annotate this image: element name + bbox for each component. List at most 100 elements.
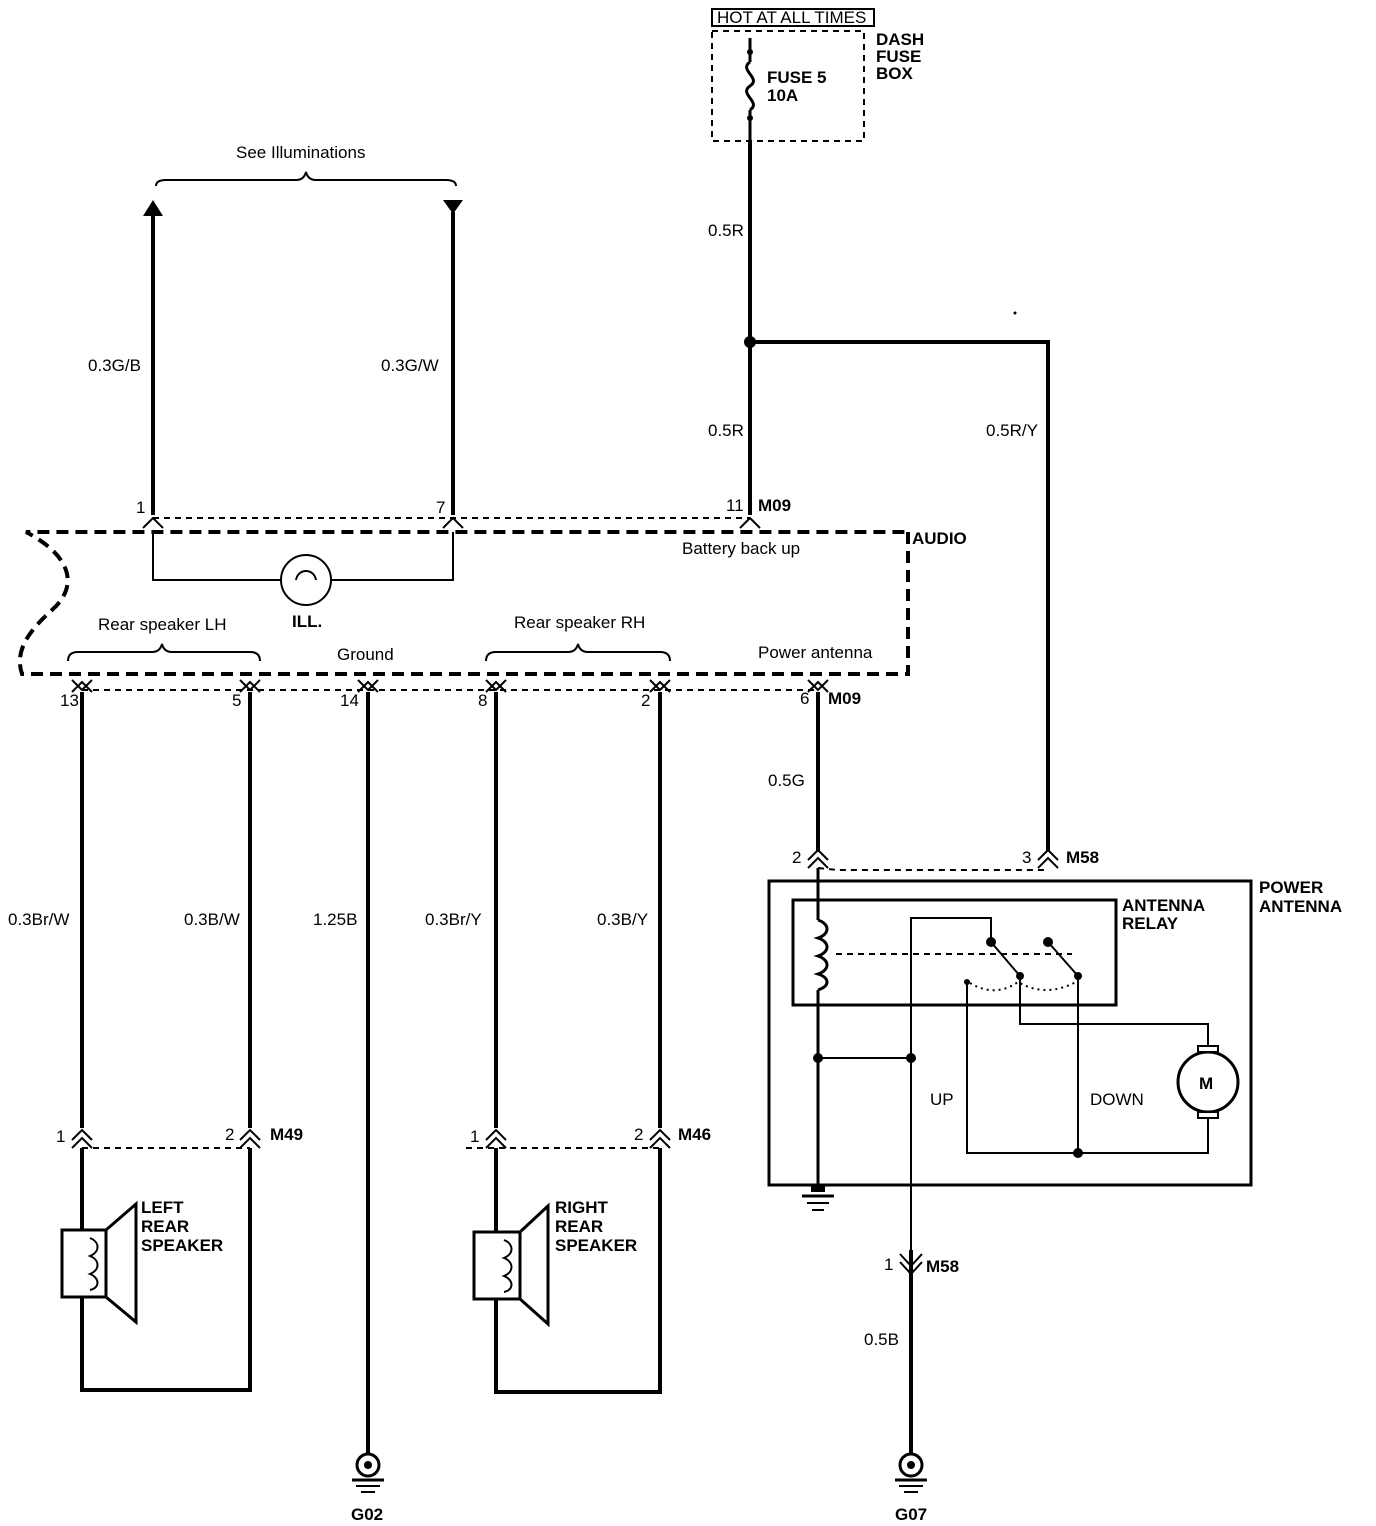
ground-g07: G07 [895, 1452, 927, 1524]
pin-5-bottom-mark [239, 680, 261, 693]
arrow-up-icon [143, 200, 163, 216]
m58-pin1-label: 1 [884, 1255, 893, 1274]
power-antenna-pin-label: Power antenna [758, 643, 873, 662]
pin-14-top-mark [357, 679, 379, 692]
m58-connector-bottom-label: M58 [926, 1257, 959, 1276]
m49-pin2-label: 2 [225, 1125, 234, 1144]
see-illuminations-label: See Illuminations [236, 143, 365, 162]
illumination-circuit: See Illuminations 0.3G/B 0.3G/W [88, 143, 463, 515]
m58-pin2-mark-b [807, 856, 829, 869]
wire-label-antenna-signal: 0.5G [768, 771, 805, 790]
ground-g02-center [364, 1461, 372, 1469]
antenna-relay-box [791, 898, 1118, 1007]
m58-pin1-mark-b [899, 1261, 923, 1276]
ground-g07-center [907, 1461, 915, 1469]
speaker-coil-icon-right [501, 1239, 513, 1293]
audio-connector-top: M09 [758, 496, 791, 515]
case-ground-block [811, 1184, 825, 1192]
lamp-filament [295, 570, 317, 581]
m49-pin1-mark-a [71, 1128, 93, 1141]
down-label: DOWN [1090, 1090, 1144, 1109]
antenna-relay-line1: ANTENNA [1122, 896, 1205, 915]
rear-speaker-lh-label: Rear speaker LH [98, 615, 227, 634]
left-speaker-line1: LEFT [141, 1198, 184, 1217]
switch-up-blade [990, 941, 1021, 977]
audio-name: AUDIO [912, 529, 967, 548]
fuse-name: FUSE 5 [767, 68, 827, 87]
m49-pin2-mark-a [239, 1128, 261, 1141]
pin-11-label: 11 [726, 496, 744, 515]
ground-g02: G02 [351, 1452, 384, 1524]
power-antenna-name-line2: ANTENNA [1259, 897, 1342, 916]
wire-label-rh-pos: 0.3Br/Y [425, 910, 482, 929]
motor-wire-top [1019, 976, 1209, 1048]
m58-pin2-mark-a [807, 848, 829, 861]
pin-11-top-mark [739, 516, 761, 529]
m58-pin3-mark-b [1037, 856, 1059, 869]
m49-pin2-mark-b [239, 1136, 261, 1149]
power-antenna-box [767, 879, 1253, 1187]
pin-13-top-mark [71, 679, 93, 692]
left-speaker-line2: REAR [141, 1217, 189, 1236]
ground-g02-label: G02 [351, 1505, 383, 1524]
rh-speaker-loop [494, 1148, 662, 1394]
left-speaker-line3: SPEAKER [141, 1236, 223, 1255]
fuse-box-name-line1: DASH [876, 30, 924, 49]
antenna-feed-wire [750, 340, 1050, 852]
audio-connector-bottom: M09 [828, 689, 861, 708]
speaker-cone-icon-right [518, 1202, 550, 1328]
rear-speaker-lh-brace [67, 643, 261, 662]
pin-5-label: 5 [232, 691, 241, 710]
power-antenna-name-line1: POWER [1259, 878, 1323, 897]
ground-g07-ring-icon [898, 1452, 924, 1478]
m46-pin1-label: 1 [470, 1127, 479, 1146]
switch-travel-arc [969, 980, 1077, 992]
pin-8-bottom-mark [485, 680, 507, 693]
pin-2-bottom-mark [649, 680, 671, 693]
pin-14-bottom-mark [357, 680, 379, 693]
pin-6-top-mark [807, 679, 829, 692]
m58-pin1-mark-a [899, 1253, 923, 1268]
relay-coil-icon [813, 918, 829, 992]
motor-wire-bottom [966, 982, 1209, 1154]
m58-top-connector-dash [817, 867, 1048, 871]
antenna-relay-line2: RELAY [1122, 914, 1179, 933]
right-rear-speaker: 1 2 M46 RIGHT REAR SPEAKER [466, 1125, 711, 1394]
illumination-brace [155, 171, 457, 187]
fuse-box-name-line2: FUSE [876, 47, 921, 66]
pin-7-top-mark [442, 516, 464, 529]
lamp-icon [280, 554, 332, 606]
speaker-magnet-icon [60, 1228, 108, 1299]
power-antenna: 0.5G 2 3 M58 POWER ANTENNA ANTENNA RELAY [767, 692, 1342, 1455]
fuse-box-name-line3: BOX [876, 64, 914, 83]
m58-pin3-label: 3 [1022, 848, 1031, 867]
audio-unit: AUDIO Battery back up 1 7 11 M09 ILL. Re… [18, 496, 967, 710]
lamp-label: ILL. [292, 612, 322, 631]
pin-13-label: 13 [60, 691, 79, 710]
m46-pin2-label: 2 [634, 1125, 643, 1144]
pin-2-label: 2 [641, 691, 650, 710]
right-speaker-line1: RIGHT [555, 1198, 609, 1217]
wire-label-illumination-left: 0.3G/B [88, 356, 141, 375]
fuse-symbol [745, 60, 755, 112]
pin-14-label: 14 [340, 691, 359, 710]
pin-1-top-mark [142, 516, 164, 529]
up-label: UP [930, 1090, 954, 1109]
m49-connector-label: M49 [270, 1125, 303, 1144]
speaker-wires: 0.3Br/W 0.3B/W 1.25B 0.3Br/Y 0.3B/Y [8, 692, 662, 1455]
wire-label-illumination-right: 0.3G/W [381, 356, 439, 375]
pin-6-bottom-mark [807, 680, 829, 693]
m49-pin1-mark-b [71, 1136, 93, 1149]
fuse-rating: 10A [767, 86, 798, 105]
wire-label-lh-neg: 0.3B/W [184, 910, 240, 929]
dash-fuse-box: HOT AT ALL TIMES DASH FUSE BOX FUSE 5 10… [711, 8, 924, 142]
down-junction [1073, 1148, 1083, 1158]
wire-label-antenna-feed: 0.5R/Y [986, 421, 1038, 440]
m58-pin3-mark-a [1037, 848, 1059, 861]
speaker-coil-icon [87, 1237, 99, 1291]
ground-g07-label: G07 [895, 1505, 927, 1524]
rear-speaker-rh-label: Rear speaker RH [514, 613, 645, 632]
wire-label-lh-pos: 0.3Br/W [8, 910, 69, 929]
m46-pin1-mark-b [485, 1136, 507, 1149]
fuse-terminal-top [747, 49, 753, 55]
